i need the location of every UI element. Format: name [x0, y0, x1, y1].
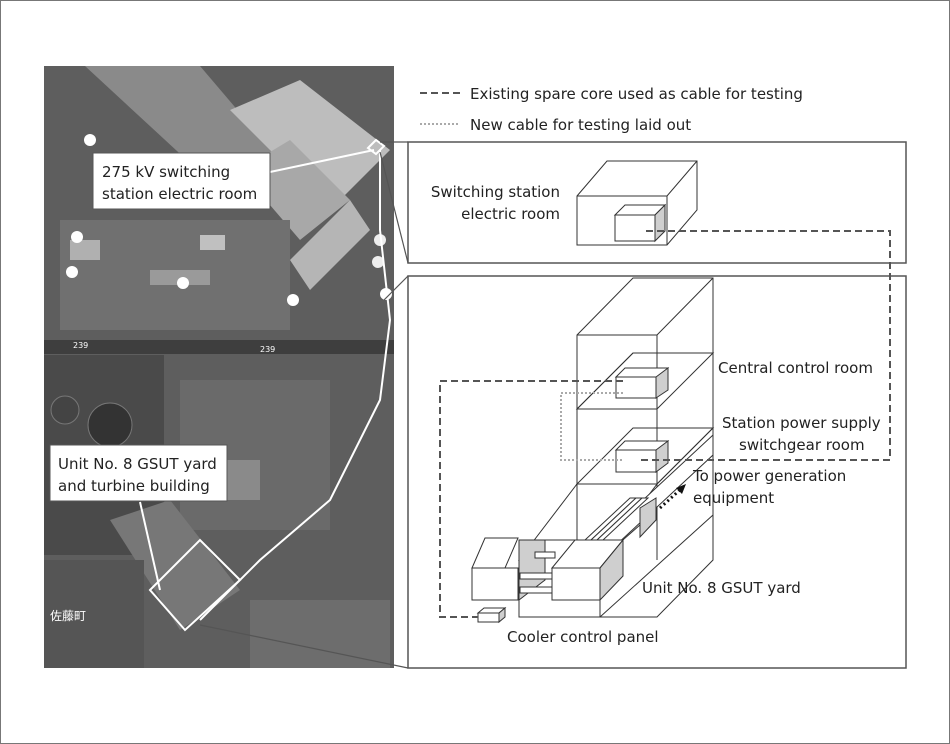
svg-text:Unit No. 8 GSUT yard: Unit No. 8 GSUT yard — [58, 455, 217, 473]
svg-text:station electric room: station electric room — [102, 185, 257, 203]
legend: Existing spare core used as cable for te… — [420, 85, 803, 134]
label-cooler-panel: Cooler control panel — [507, 628, 659, 646]
top-panel-switching-room: Switching station electric room — [407, 141, 907, 264]
callout-switching-station: 275 kV switching station electric room — [92, 149, 375, 210]
existing-cable-line — [439, 380, 623, 618]
bottom-panel-building: Central control room Station power suppl… — [407, 230, 907, 669]
svg-text:switchgear room: switchgear room — [739, 436, 865, 454]
callout-unit8: Unit No. 8 GSUT yard and turbine buildin… — [49, 444, 228, 591]
svg-text:Switching station: Switching station — [431, 183, 560, 201]
svg-text:275 kV switching: 275 kV switching — [102, 163, 230, 181]
road-number: 239 — [260, 345, 275, 354]
svg-text:and turbine building: and turbine building — [58, 477, 210, 495]
map-pin-icons — [66, 134, 392, 306]
svg-text:equipment: equipment — [693, 489, 774, 507]
label-gsut-yard: Unit No. 8 GSUT yard — [642, 579, 801, 597]
svg-text:Station power supply: Station power supply — [722, 414, 881, 432]
place-label: 佐藤町 — [50, 609, 86, 623]
existing-cable-line — [641, 230, 891, 461]
leader-lines — [199, 141, 409, 669]
label-central-control: Central control room — [718, 359, 873, 377]
legend-existing: Existing spare core used as cable for te… — [470, 85, 803, 103]
svg-text:electric room: electric room — [461, 205, 560, 223]
svg-text:To power generation: To power generation — [692, 467, 846, 485]
new-cable-line — [560, 392, 623, 461]
road-number: 239 — [73, 341, 88, 350]
arrow-head-icon — [676, 484, 686, 494]
legend-new: New cable for testing laid out — [470, 116, 691, 134]
